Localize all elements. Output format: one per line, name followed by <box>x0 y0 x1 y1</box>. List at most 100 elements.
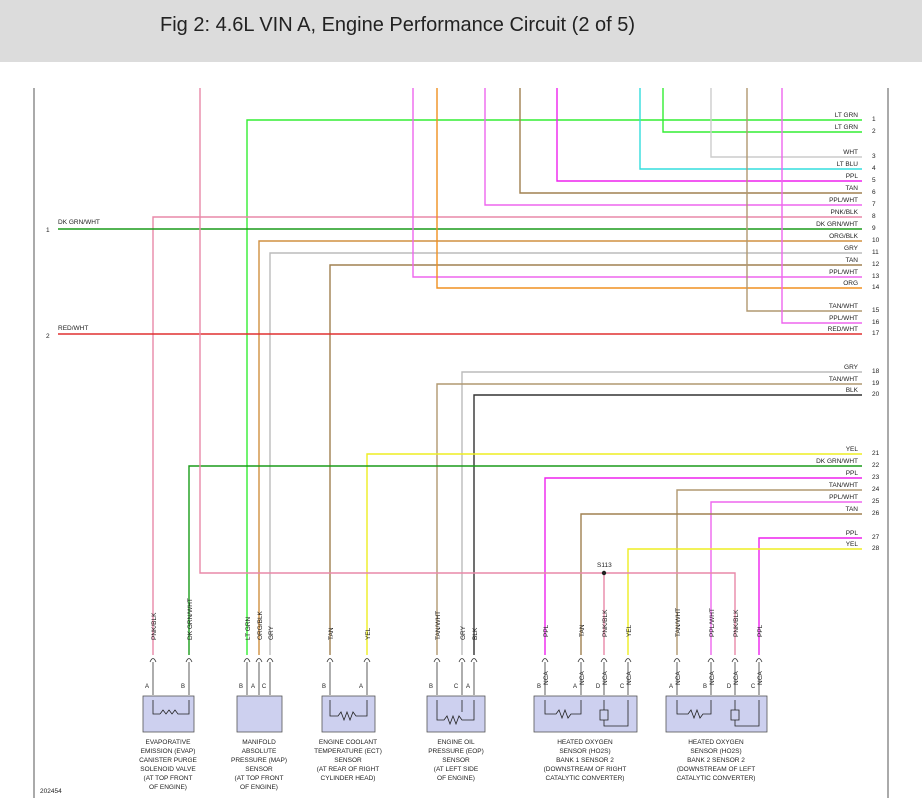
nca-label: NCA <box>675 671 682 685</box>
pin-wire-label: GRY <box>460 625 467 640</box>
pin-letter: D <box>596 684 601 690</box>
pin-wire-label: TAN <box>579 624 586 637</box>
potentiometer-icon <box>436 700 475 726</box>
connector-pin <box>326 658 334 663</box>
right-wire-number: 7 <box>872 201 876 208</box>
wire-ppl-wht <box>484 88 862 206</box>
right-wire-label: GRY <box>844 364 859 371</box>
component-caption: SENSOR <box>245 766 273 773</box>
right-wire-label: PPL/WHT <box>829 197 858 204</box>
component-caption: TEMPERATURE (ECT) <box>314 748 382 755</box>
component-caption: CATALYTIC CONVERTER) <box>546 775 625 782</box>
connector-pin <box>185 658 193 663</box>
component-caption: SENSOR (HO2S) <box>690 748 741 755</box>
right-wire-label: BLK <box>846 387 859 394</box>
connector-pin <box>673 658 681 663</box>
right-wire-number: 23 <box>872 474 880 481</box>
right-wire-label: LT GRN <box>835 112 859 119</box>
right-wire-label: PPL/WHT <box>829 494 858 501</box>
connector-pin <box>755 658 763 663</box>
component-caption: MANIFOLD <box>242 739 276 746</box>
right-wire-number: 22 <box>872 462 880 469</box>
component-caption: OF ENGINE) <box>240 784 278 791</box>
wire-dk-grn-wht <box>188 465 862 655</box>
right-wire-number: 21 <box>872 450 880 457</box>
coil-lead <box>152 700 160 715</box>
eop-sensor-box <box>426 695 486 733</box>
connector-pin <box>577 658 585 663</box>
pin-letter: C <box>454 684 459 690</box>
right-wire-label: YEL <box>846 541 859 548</box>
component-caption: PRESSURE (MAP) <box>231 757 287 764</box>
component-caption: BANK 2 SENSOR 2 <box>687 757 745 764</box>
component-caption: OF ENGINE) <box>149 784 187 791</box>
wire-org-blk <box>258 240 862 655</box>
pin-letter: A <box>359 684 363 690</box>
right-wire-label: RED/WHT <box>828 326 858 333</box>
pin-wire-label: LT GRN <box>245 616 252 640</box>
right-wire-number: 26 <box>872 510 880 517</box>
sensing-element-icon <box>730 700 740 721</box>
connector-pin <box>266 658 274 663</box>
right-wire-number: 28 <box>872 545 880 552</box>
right-wire-label: PPL <box>846 173 859 180</box>
component-caption: CYLINDER HEAD) <box>321 775 376 782</box>
splice-dot <box>601 570 607 576</box>
nca-label: NCA <box>579 671 586 685</box>
right-wire-label: TAN/WHT <box>829 482 858 489</box>
connector-pin <box>255 658 263 663</box>
nca-label: NCA <box>602 671 609 685</box>
connector-pin <box>243 658 251 663</box>
wire-tan-wht <box>436 383 862 655</box>
right-wire-number: 18 <box>872 368 880 375</box>
right-wire-label: LT BLU <box>837 161 859 168</box>
ho2s-lead <box>734 700 760 727</box>
right-wire-label: YEL <box>846 446 859 453</box>
wire-ppl-wht <box>710 501 862 655</box>
pin-letter: B <box>537 684 541 690</box>
splice-label: S113 <box>597 562 612 569</box>
component-caption: (AT TOP FRONT <box>144 775 193 782</box>
right-wire-label: TAN <box>845 506 858 513</box>
left-wire-label: DK GRN/WHT <box>58 219 100 226</box>
component-caption: SENSOR <box>334 757 362 764</box>
component-caption: CATALYTIC CONVERTER) <box>677 775 756 782</box>
component-caption: (AT LEFT SIDE <box>434 766 479 773</box>
left-wire-number: 1 <box>46 227 50 234</box>
ect-sensor-box <box>321 695 376 733</box>
wire-tan-wht <box>746 88 862 312</box>
right-wire-label: GRY <box>844 245 859 252</box>
right-wire-number: 17 <box>872 330 880 337</box>
right-wire-number: 20 <box>872 391 880 398</box>
pin-wire-label: TAN <box>328 627 335 640</box>
pin-letter: B <box>703 684 707 690</box>
connector-pin <box>470 658 478 663</box>
right-wire-number: 25 <box>872 498 880 505</box>
right-wire-label: PPL/WHT <box>829 315 858 322</box>
pin-letter: C <box>751 684 756 690</box>
pin-wire-label: PPL/WHT <box>709 608 716 637</box>
right-wire-number: 5 <box>872 177 876 184</box>
nca-label: NCA <box>543 671 550 685</box>
component-caption: HEATED OXYGEN <box>557 739 613 746</box>
component-caption: (AT REAR OF RIGHT <box>317 766 380 773</box>
right-wire-label: PPL/WHT <box>829 269 858 276</box>
solenoid-coil-icon <box>159 709 182 715</box>
connector-pin <box>624 658 632 663</box>
component-caption: OF ENGINE) <box>437 775 475 782</box>
component-caption: (DOWNSTREAM OF LEFT <box>677 766 755 773</box>
figure-id: 202454 <box>40 788 62 795</box>
component-caption: PRESSURE (EOP) <box>428 748 484 755</box>
pin-letter: A <box>145 684 149 690</box>
pin-letter: C <box>262 684 267 690</box>
right-wire-number: 4 <box>872 165 876 172</box>
pin-wire-label: PPL <box>757 624 764 637</box>
pin-letter: C <box>620 684 625 690</box>
right-wire-number: 10 <box>872 237 880 244</box>
wire-gry <box>461 371 862 655</box>
right-wire-number: 1 <box>872 116 876 123</box>
pin-letter: A <box>669 684 673 690</box>
right-wire-label: TAN/WHT <box>829 303 858 310</box>
nca-label: NCA <box>626 671 633 685</box>
right-wire-label: PPL <box>846 530 859 537</box>
